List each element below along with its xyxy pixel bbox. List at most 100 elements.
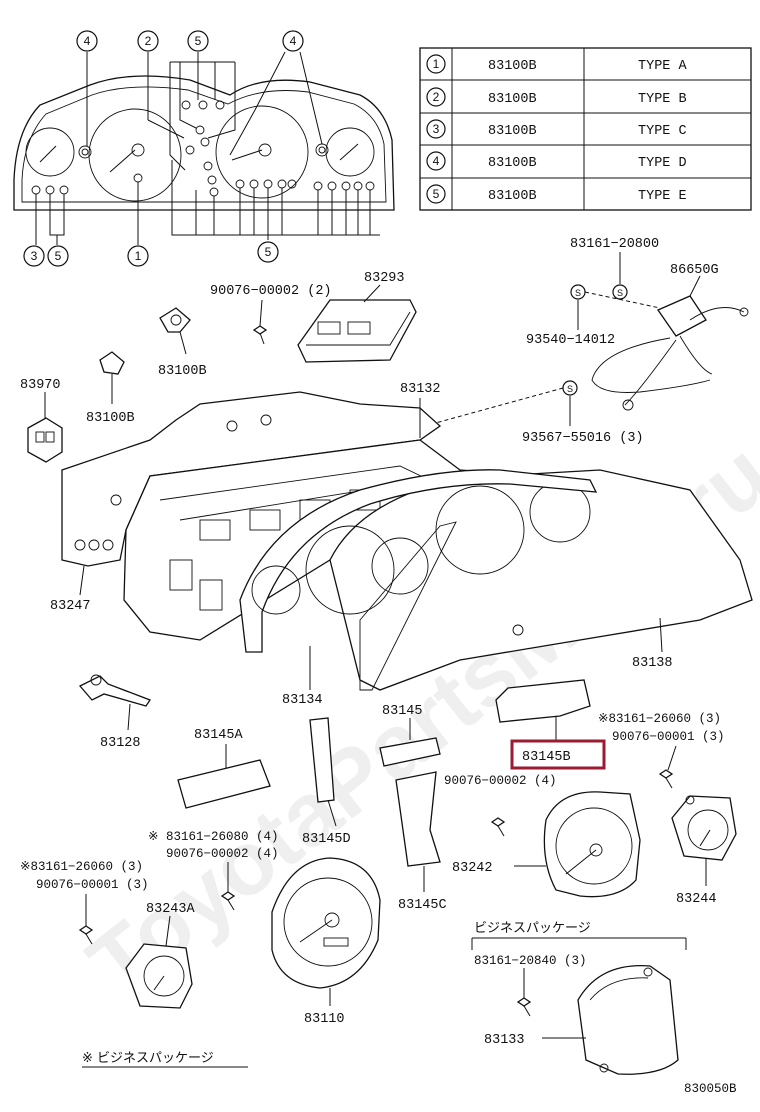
svg-text:TYPE E: TYPE E: [638, 189, 687, 204]
label-83145D: 83145D: [302, 832, 351, 847]
label-83145: 83145: [382, 704, 423, 719]
label-83293: 83293: [364, 271, 405, 286]
business-package-bracket: [471, 937, 687, 950]
svg-text:TYPE C: TYPE C: [638, 124, 687, 139]
screw-right-upper: [658, 745, 677, 789]
svg-text:83100B: 83100B: [488, 124, 537, 139]
label-business-package: ビジネスパッケージ: [474, 921, 591, 936]
svg-text:S: S: [575, 288, 581, 298]
screw-center: [490, 817, 506, 837]
label-83100B-a: 83100B: [158, 364, 207, 379]
svg-text:1: 1: [135, 249, 142, 263]
bulb-83100B-b: [99, 351, 125, 404]
svg-text:S: S: [567, 384, 573, 394]
label-90076-00002-4b: 90076−00002 (4): [166, 847, 279, 861]
svg-text:4: 4: [84, 34, 91, 48]
label-83138: 83138: [632, 656, 673, 671]
screw-S-83161-20800: S S: [570, 252, 661, 330]
part-83145B-plate: [495, 679, 591, 740]
svg-text:TYPE A: TYPE A: [638, 59, 688, 74]
svg-text:S: S: [617, 288, 623, 298]
highlight-83145B: [510, 739, 606, 770]
bulb-83100B-a: [159, 307, 191, 355]
gauge-83243A: [125, 915, 193, 1009]
gauge-83244: [671, 795, 737, 886]
label-83100B-b: 83100B: [86, 411, 135, 426]
svg-text:83100B: 83100B: [488, 59, 537, 74]
table-row: 2 83100B TYPE B: [426, 87, 687, 107]
screw-left-lower: [78, 894, 94, 945]
part-83134-mask: [239, 469, 598, 691]
svg-text:3: 3: [433, 122, 440, 136]
label-83145C: 83145C: [398, 898, 447, 913]
table-row: 3 83100B TYPE C: [426, 119, 687, 139]
label-83145A: 83145A: [194, 728, 244, 743]
part-83293: [297, 284, 417, 363]
callout-4-right: 4: [282, 30, 304, 52]
svg-text:TYPE B: TYPE B: [638, 92, 687, 107]
callout-5-bottom-center: 5: [257, 241, 279, 263]
label-83145B: 83145B: [522, 750, 571, 765]
label-90076-00002-4: 90076−00002 (4): [444, 774, 557, 788]
table-row: 1 83100B TYPE A: [426, 54, 688, 74]
label-83110: 83110: [304, 1012, 345, 1027]
svg-text:5: 5: [195, 34, 202, 48]
part-83145C-strip: [395, 771, 441, 892]
type-table: 1 83100B TYPE A 2 83100B TYPE B 3 83100B…: [419, 47, 752, 211]
connector-83970: [27, 392, 63, 463]
table-row: 4 83100B TYPE D: [426, 151, 687, 171]
label-83161-20840: 83161−20840 (3): [474, 954, 587, 968]
label-83128: 83128: [100, 736, 141, 751]
label-90076-00001-left: 90076−00001 (3): [36, 878, 149, 892]
screw-left-center: [220, 862, 236, 911]
screw-83161-20840: [516, 968, 532, 1017]
callout-5-bottom-left: 5: [47, 245, 69, 267]
part-83145D-strip: [309, 717, 337, 827]
label-90076-00002-2: 90076−00002 (2): [210, 284, 332, 299]
screw-90076-00002: [252, 299, 268, 345]
gauge-83110: [271, 857, 381, 1006]
callout-2: 2: [137, 30, 159, 52]
label-93540-14012: 93540−14012: [526, 333, 615, 348]
svg-text:83100B: 83100B: [488, 189, 537, 204]
part-83145-plate: [379, 718, 441, 767]
footnote: ※ ビジネスパッケージ: [82, 1051, 214, 1066]
svg-text:5: 5: [433, 187, 440, 201]
label-83970: 83970: [20, 378, 61, 393]
part-83247-back-plate: [61, 391, 442, 596]
callout-1-bottom: 1: [127, 245, 149, 267]
svg-text:4: 4: [290, 34, 297, 48]
label-83134: 83134: [282, 693, 323, 708]
part-83128-knob: [78, 674, 151, 731]
screw-S-93567-55016: S: [409, 380, 578, 431]
svg-text:4: 4: [433, 154, 440, 168]
svg-text:5: 5: [55, 249, 62, 263]
part-83145A-plate: [177, 744, 271, 809]
label-83243A: 83243A: [146, 902, 196, 917]
svg-text:2: 2: [433, 90, 440, 104]
label-83133: 83133: [484, 1033, 525, 1048]
svg-text:5: 5: [265, 245, 272, 259]
svg-text:TYPE D: TYPE D: [638, 156, 687, 171]
table-row: 5 83100B TYPE E: [426, 184, 687, 204]
label-83132: 83132: [400, 382, 441, 397]
svg-text:83100B: 83100B: [488, 156, 537, 171]
label-83242: 83242: [452, 861, 493, 876]
label-83161-26060-left: ※83161−26060 (3): [20, 860, 143, 874]
label-93567-55016: 93567−55016 (3): [522, 431, 644, 446]
gauge-83242: [514, 791, 641, 898]
label-86650G: 86650G: [670, 263, 719, 278]
label-83161-26060-right: ※83161−26060 (3): [598, 712, 721, 726]
figure-code: 830050B: [684, 1082, 737, 1096]
svg-text:2: 2: [145, 34, 152, 48]
callout-5-top: 5: [187, 30, 209, 52]
label-90076-00001-right: 90076−00001 (3): [612, 730, 725, 744]
part-83133: [542, 964, 679, 1075]
callout-4-left: 4: [76, 30, 98, 52]
svg-text:1: 1: [433, 57, 440, 71]
label-83244: 83244: [676, 892, 717, 907]
callout-3-bottom: 3: [23, 245, 45, 267]
label-83161-26080-4: ※ 83161−26080 (4): [148, 830, 279, 844]
label-83161-20800: 83161−20800: [570, 237, 659, 252]
